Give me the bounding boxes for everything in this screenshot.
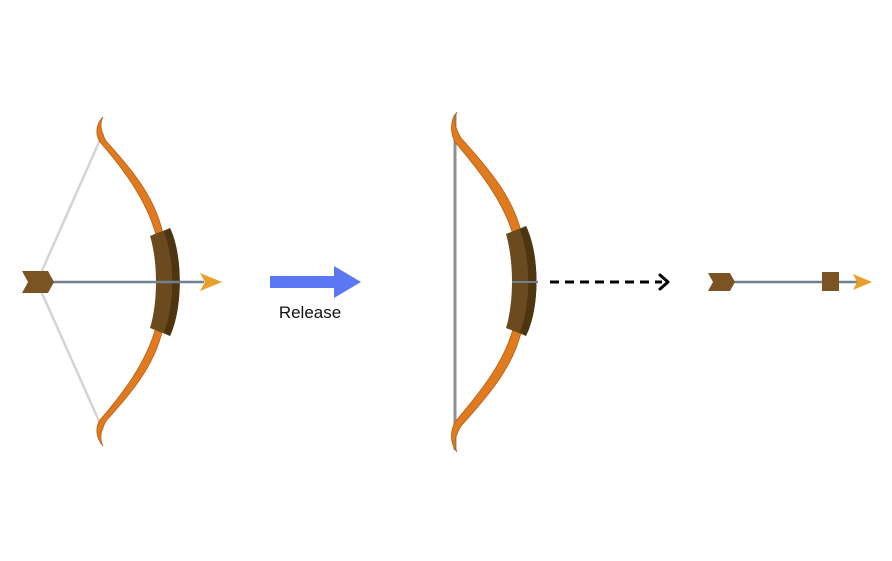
transition-arrow-body bbox=[270, 276, 338, 288]
nocked-arrow-icon bbox=[22, 271, 222, 293]
nocked-arrow-head bbox=[200, 273, 222, 291]
flying-arrow-icon bbox=[708, 272, 872, 291]
motion-arrow-head bbox=[658, 273, 670, 291]
flying-arrow-fletching bbox=[708, 273, 735, 291]
released-bow-lower-limb bbox=[451, 324, 523, 453]
drawn-bow-grip-shade bbox=[164, 228, 180, 336]
released-bow-upper-limb bbox=[451, 111, 523, 240]
transition-label: Release bbox=[279, 303, 341, 322]
flying-arrow-head bbox=[853, 274, 872, 290]
drawn-bow-upper-limb bbox=[96, 116, 165, 244]
released-bow-icon bbox=[451, 111, 538, 453]
dashed-right-arrow-icon bbox=[550, 273, 670, 291]
transition-arrow-head bbox=[334, 266, 361, 298]
flying-arrow-grip-band bbox=[822, 272, 839, 291]
drawn-bow-lower-limb bbox=[96, 318, 165, 447]
nocked-arrow-fletching bbox=[22, 271, 54, 293]
right-arrow-icon bbox=[270, 266, 361, 298]
